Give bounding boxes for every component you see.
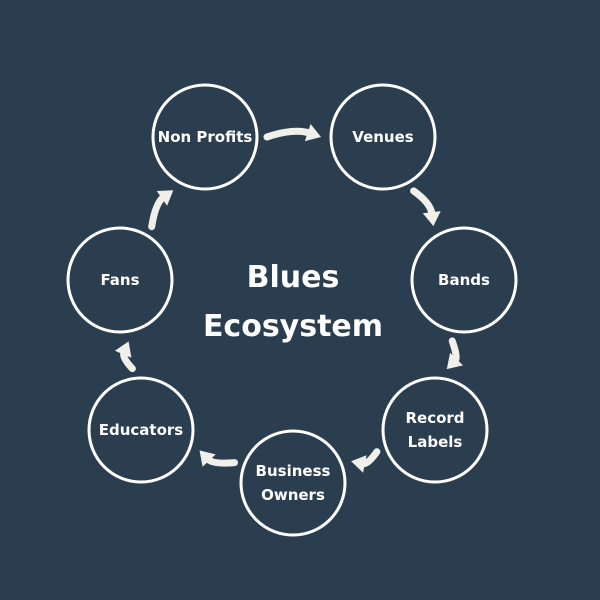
node-label-bands: Bands bbox=[438, 271, 490, 289]
node-bands: Bands bbox=[410, 226, 518, 334]
arrowhead-icon bbox=[199, 450, 216, 467]
node-circle-fans bbox=[66, 226, 174, 334]
arrowhead-icon bbox=[446, 352, 463, 370]
edges-layer bbox=[114, 124, 463, 473]
arrow-shaft bbox=[204, 455, 238, 467]
center-title-line-1: Blues bbox=[247, 260, 340, 295]
arrow-shaft bbox=[263, 127, 314, 141]
node-circle-bands bbox=[410, 226, 518, 334]
arrowhead-icon bbox=[351, 455, 367, 473]
node-label-educators: Educators bbox=[99, 421, 184, 439]
node-circle-non-profits bbox=[151, 83, 259, 191]
node-venues: Venues bbox=[329, 83, 437, 191]
node-label-business-owners: Owners bbox=[261, 486, 325, 504]
node-non-profits: Non Profits bbox=[151, 83, 259, 191]
arrow-business-owners-to-educators bbox=[199, 450, 238, 467]
arrow-shaft bbox=[410, 187, 436, 218]
node-label-venues: Venues bbox=[352, 128, 413, 146]
node-label-record-labels: Record bbox=[405, 409, 464, 427]
node-label-record-labels: Labels bbox=[408, 433, 463, 451]
node-label-business-owners: Business bbox=[256, 462, 331, 480]
node-circle-educators bbox=[87, 376, 195, 484]
node-educators: Educators bbox=[87, 376, 195, 484]
node-label-fans: Fans bbox=[100, 271, 139, 289]
center-title-line-2: Ecosystem bbox=[203, 309, 383, 344]
node-circle-business-owners bbox=[239, 429, 347, 537]
arrow-venues-to-bands bbox=[410, 187, 441, 227]
node-circle-venues bbox=[329, 83, 437, 191]
node-circle-record-labels bbox=[381, 376, 489, 484]
arrow-educators-to-fans bbox=[114, 341, 136, 373]
arrow-fans-to-non-profits bbox=[148, 190, 174, 231]
arrowhead-icon bbox=[304, 124, 321, 142]
arrow-bands-to-record-labels bbox=[446, 337, 463, 370]
arrowhead-icon bbox=[422, 211, 441, 227]
arrowhead-icon bbox=[156, 190, 174, 206]
center-title-group: Blues Ecosystem bbox=[203, 260, 383, 344]
arrow-shaft bbox=[148, 193, 167, 231]
arrow-non-profits-to-venues bbox=[263, 124, 321, 142]
node-fans: Fans bbox=[66, 226, 174, 334]
arrow-record-labels-to-business-owners bbox=[351, 448, 381, 473]
node-label-non-profits: Non Profits bbox=[158, 128, 253, 146]
arrowhead-icon bbox=[114, 341, 132, 358]
